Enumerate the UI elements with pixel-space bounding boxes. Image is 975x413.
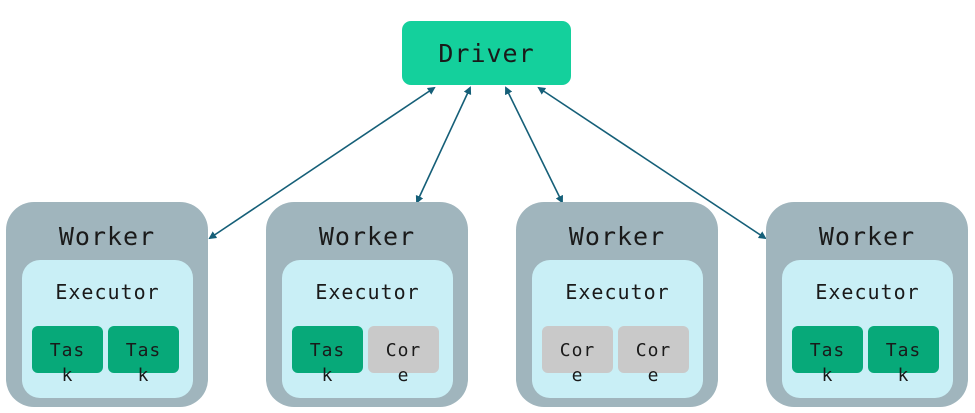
executor-title: Executor bbox=[55, 280, 160, 304]
driver-node: Driver bbox=[402, 21, 571, 85]
driver-label: Driver bbox=[438, 38, 535, 68]
slot-label: Task bbox=[309, 340, 346, 386]
task-slot: Task bbox=[32, 326, 103, 386]
slot-label: Core bbox=[635, 340, 672, 386]
slot-label: Task bbox=[885, 340, 922, 386]
worker-title: Worker bbox=[318, 222, 416, 251]
worker-node-4: Worker Executor Task Task bbox=[766, 202, 968, 407]
slot-label: Core bbox=[385, 340, 422, 386]
executor-title: Executor bbox=[315, 280, 420, 304]
task-slot: Task bbox=[292, 326, 363, 386]
core-slot: Core bbox=[618, 326, 689, 386]
core-slot: Core bbox=[542, 326, 613, 386]
arrow-driver-worker-3 bbox=[505, 86, 563, 204]
worker-node-2: Worker Executor Task Core bbox=[266, 202, 468, 407]
task-slot: Task bbox=[108, 326, 179, 386]
arrow-driver-worker-1 bbox=[208, 86, 436, 240]
arrow-driver-worker-4 bbox=[537, 86, 767, 240]
slot-label: Task bbox=[809, 340, 846, 386]
executor-title: Executor bbox=[815, 280, 920, 304]
worker-node-3: Worker Executor Core Core bbox=[516, 202, 718, 407]
worker-node-1: Worker Executor Task Task bbox=[6, 202, 208, 407]
worker-title: Worker bbox=[58, 222, 156, 251]
slot-label: Core bbox=[559, 340, 596, 386]
executor-node: Executor Task Task bbox=[22, 260, 193, 398]
task-slot: Task bbox=[792, 326, 863, 386]
slot-label: Task bbox=[49, 340, 86, 386]
core-slot: Core bbox=[368, 326, 439, 386]
worker-title: Worker bbox=[818, 222, 916, 251]
slot-label: Task bbox=[125, 340, 162, 386]
executor-node: Executor Task Task bbox=[782, 260, 953, 398]
executor-node: Executor Core Core bbox=[532, 260, 703, 398]
worker-title: Worker bbox=[568, 222, 666, 251]
task-slot: Task bbox=[868, 326, 939, 386]
executor-node: Executor Task Core bbox=[282, 260, 453, 398]
executor-title: Executor bbox=[565, 280, 670, 304]
arrow-driver-worker-2 bbox=[415, 86, 472, 204]
